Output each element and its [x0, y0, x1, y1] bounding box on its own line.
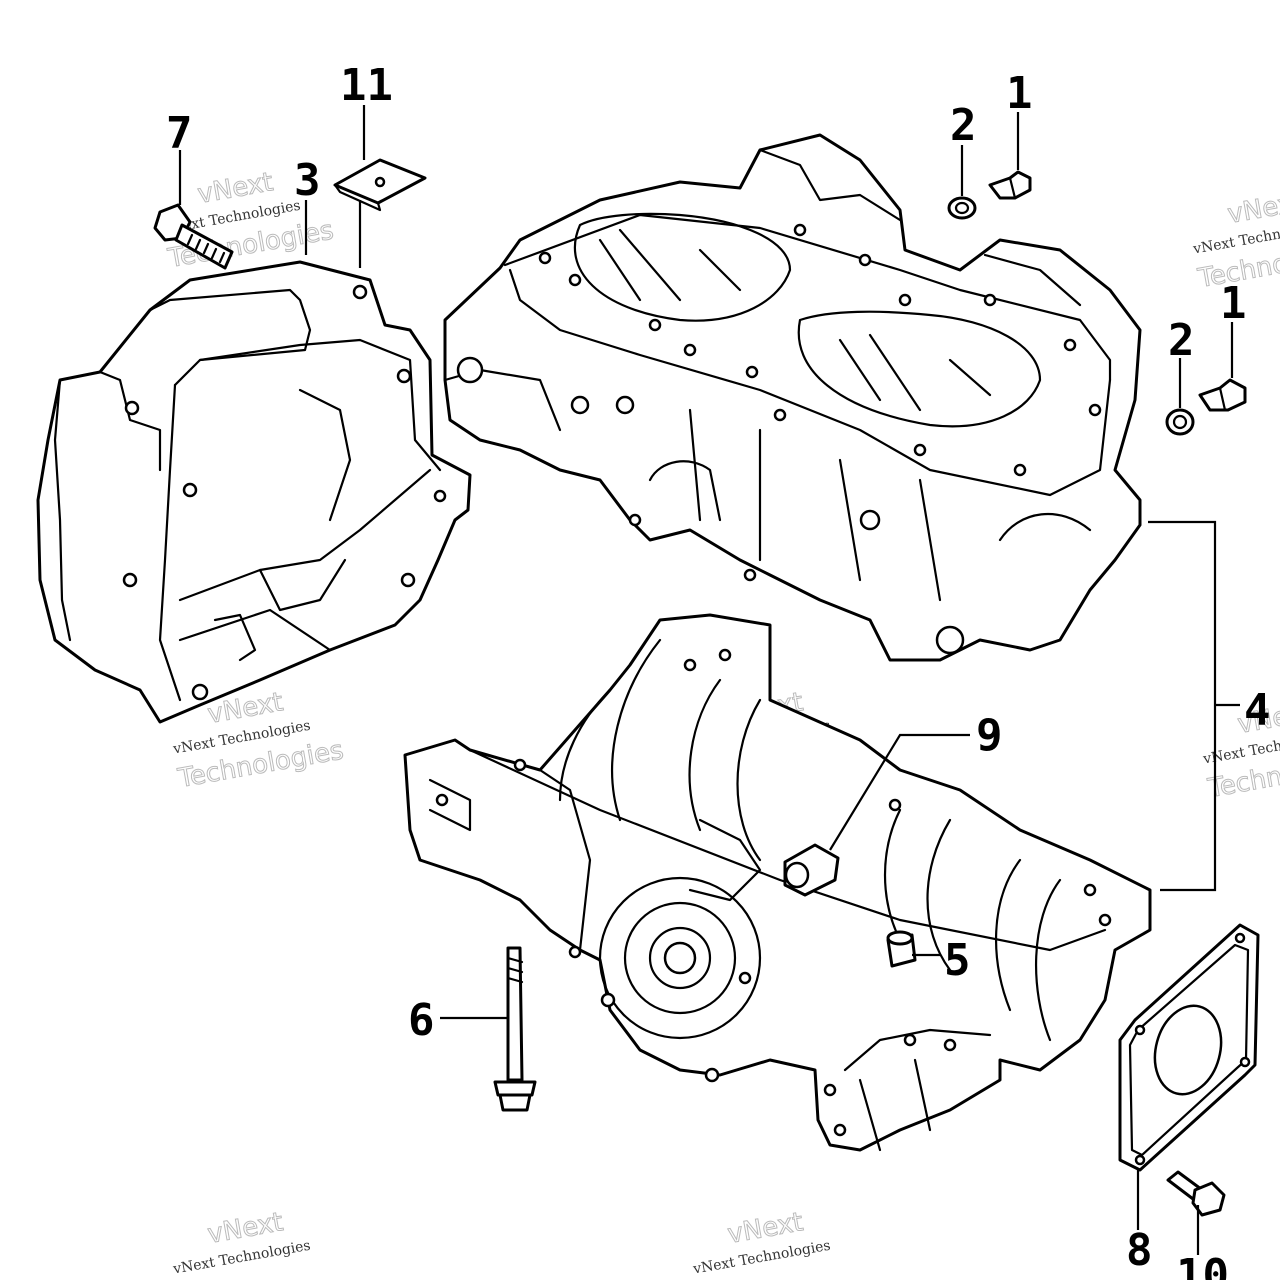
flywheel-housing-cover — [36, 260, 472, 724]
washer-2-top — [947, 196, 977, 220]
plug-bolt-1-top — [988, 170, 1032, 200]
washer-2-right — [1165, 408, 1195, 436]
callout-1-right: 1 — [1220, 278, 1247, 329]
leader-lines — [178, 105, 1240, 1255]
callout-10: 10 — [1176, 1250, 1229, 1280]
dowel-pin-5 — [886, 930, 917, 968]
callout-9: 9 — [976, 710, 1003, 761]
callout-5: 5 — [944, 935, 971, 986]
bushing-9 — [783, 843, 840, 897]
gasket-plate-8 — [1118, 923, 1260, 1172]
callout-labels: 1 2 1 2 3 4 5 6 7 8 9 10 11 — [166, 60, 1271, 1280]
callout-2-top: 2 — [950, 100, 977, 151]
callout-6: 6 — [408, 995, 435, 1046]
plug-bolt-1-right — [1198, 378, 1247, 412]
callout-8: 8 — [1126, 1225, 1153, 1276]
watermark: vNext vNext Technologies — [691, 1207, 832, 1278]
long-bolt-6 — [493, 946, 537, 1112]
callout-1-top: 1 — [1006, 68, 1033, 119]
svg-text:vNext: vNext — [1225, 187, 1280, 230]
callout-4: 4 — [1244, 685, 1271, 736]
callout-2-right: 2 — [1168, 315, 1195, 366]
callout-11: 11 — [340, 60, 393, 111]
bolt-10 — [1166, 1170, 1226, 1217]
watermark: vNext vNext Technologies — [171, 1207, 312, 1278]
lower-crankcase — [403, 613, 1152, 1152]
callout-7: 7 — [166, 108, 193, 159]
small-plate — [333, 158, 427, 212]
upper-crankcase — [443, 133, 1142, 662]
watermark: vNext vNext Technologies Technologies — [1191, 187, 1280, 295]
bolt-7 — [153, 203, 234, 270]
callout-3: 3 — [294, 155, 321, 206]
